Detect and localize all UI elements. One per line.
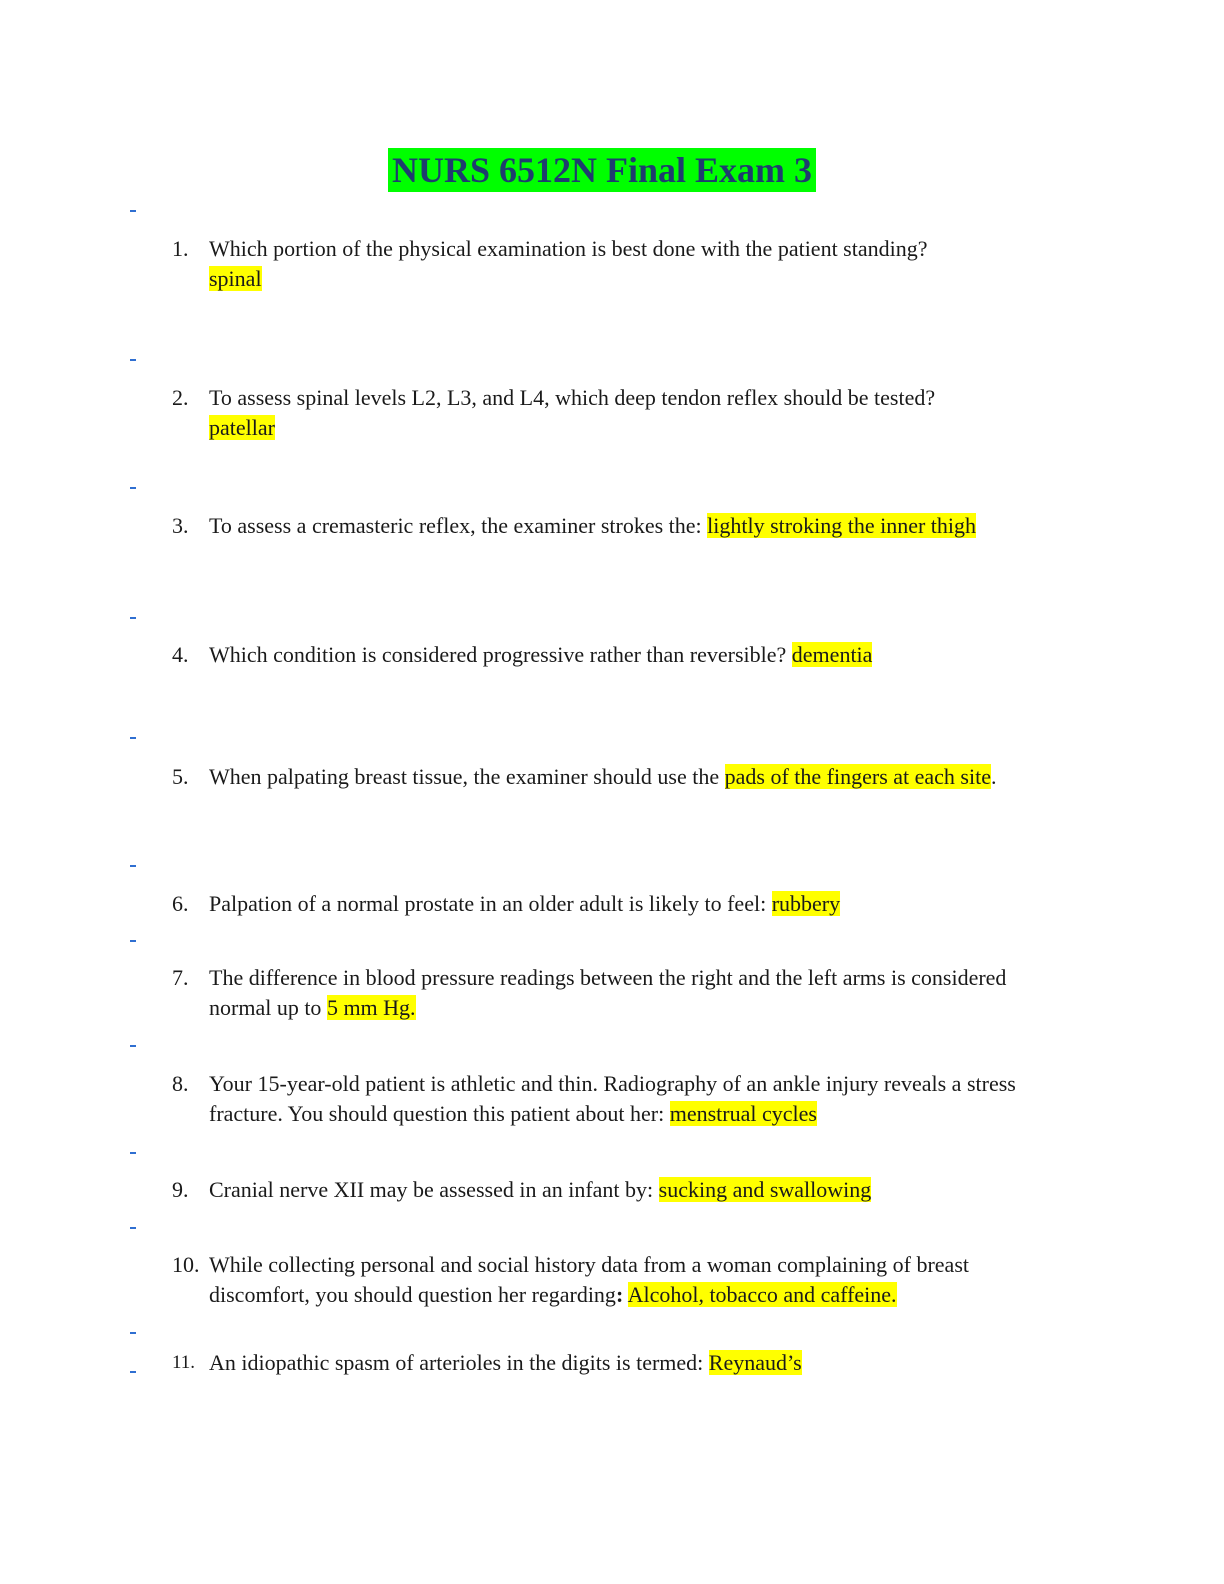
answer-highlight: sucking and swallowing xyxy=(658,1177,872,1202)
question-number: 4. xyxy=(172,642,189,667)
question-number: 10. xyxy=(172,1252,200,1277)
list-marker xyxy=(130,1332,136,1334)
question-number: 9. xyxy=(172,1177,189,1202)
question-number: 6. xyxy=(172,891,189,916)
list-marker xyxy=(130,1227,136,1229)
question-9: 9. Cranial nerve XII may be assessed in … xyxy=(172,1175,1032,1205)
list-marker xyxy=(130,487,136,489)
question-text: Cranial nerve XII may be assessed in an … xyxy=(209,1177,659,1202)
answer-highlight: 5 mm Hg. xyxy=(326,995,416,1020)
question-1: 1. Which portion of the physical examina… xyxy=(172,234,1032,294)
answer-highlight: menstrual cycles xyxy=(669,1101,817,1126)
question-number: 1. xyxy=(172,236,189,261)
list-marker xyxy=(130,1371,136,1373)
question-text: Which condition is considered progressiv… xyxy=(209,642,792,667)
question-text: While collecting personal and social his… xyxy=(209,1252,969,1307)
answer-highlight: Reynaud’s xyxy=(708,1350,802,1375)
answer-highlight: Alcohol, tobacco and caffeine. xyxy=(627,1282,897,1307)
answer-highlight: dementia xyxy=(791,642,873,667)
question-2: 2. To assess spinal levels L2, L3, and L… xyxy=(172,383,1032,443)
question-text: The difference in blood pressure reading… xyxy=(209,965,1007,1020)
question-4: 4. Which condition is considered progres… xyxy=(172,640,1032,670)
question-text: To assess a cremasteric reflex, the exam… xyxy=(209,513,708,538)
list-marker xyxy=(130,359,136,361)
answer-highlight: lightly stroking the inner thigh xyxy=(707,513,977,538)
question-number: 11. xyxy=(172,1352,196,1373)
answer-highlight: rubbery xyxy=(771,891,841,916)
question-text: Your 15-year-old patient is athletic and… xyxy=(209,1071,1016,1126)
list-marker xyxy=(130,1045,136,1047)
question-text: Which portion of the physical examinatio… xyxy=(209,236,928,261)
list-marker xyxy=(130,210,136,212)
question-6: 6. Palpation of a normal prostate in an … xyxy=(172,889,1032,919)
question-text: An idiopathic spasm of arterioles in the… xyxy=(209,1350,709,1375)
question-10: 10. While collecting personal and social… xyxy=(172,1250,1032,1310)
list-marker xyxy=(130,617,136,619)
question-11: 11. An idiopathic spasm of arterioles in… xyxy=(172,1348,1032,1378)
question-text: Palpation of a normal prostate in an old… xyxy=(209,891,772,916)
question-colon: : xyxy=(615,1282,624,1307)
question-number: 8. xyxy=(172,1071,189,1096)
question-3: 3. To assess a cremasteric reflex, the e… xyxy=(172,511,1032,541)
question-7: 7. The difference in blood pressure read… xyxy=(172,963,1032,1023)
question-8: 8. Your 15-year-old patient is athletic … xyxy=(172,1069,1032,1129)
answer-highlight: patellar xyxy=(209,415,275,440)
list-marker xyxy=(130,940,136,942)
list-marker xyxy=(130,865,136,867)
answer-highlight: spinal xyxy=(209,266,262,291)
question-text: When palpating breast tissue, the examin… xyxy=(209,764,725,789)
question-5: 5. When palpating breast tissue, the exa… xyxy=(172,762,1032,792)
question-number: 5. xyxy=(172,764,189,789)
question-number: 3. xyxy=(172,513,189,538)
question-text: To assess spinal levels L2, L3, and L4, … xyxy=(209,385,936,410)
list-marker xyxy=(130,1152,136,1154)
question-number: 2. xyxy=(172,385,189,410)
page-title: NURS 6512N Final Exam 3 xyxy=(388,148,816,192)
question-number: 7. xyxy=(172,965,189,990)
list-marker xyxy=(130,737,136,739)
question-text-tail: . xyxy=(990,764,997,789)
answer-highlight: pads of the fingers at each site xyxy=(724,764,991,789)
